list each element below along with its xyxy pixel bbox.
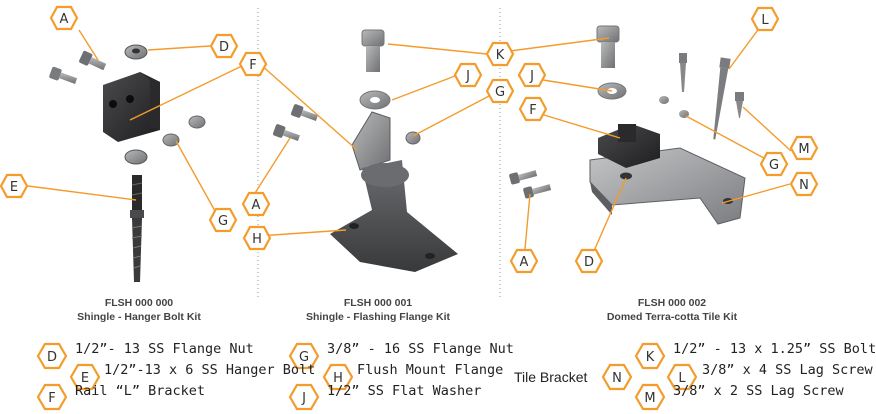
- kit3-code: FLSH 000 002: [638, 297, 706, 309]
- legend-text-f: Rail “L” Bracket: [75, 383, 206, 399]
- svg-text:D: D: [219, 40, 229, 55]
- callout-j: J: [453, 62, 483, 88]
- legend-text-g: 3/8” - 16 SS Flange Nut: [327, 341, 514, 357]
- callout-k: K: [485, 41, 515, 67]
- callout-j: J: [517, 62, 547, 88]
- svg-text:L: L: [678, 371, 686, 386]
- svg-text:N: N: [612, 371, 622, 386]
- legend-text-e: 1/2”-13 x 6 SS Hanger Bolt: [104, 362, 316, 378]
- legend-text-n: Tile Bracket: [514, 369, 588, 385]
- svg-text:A: A: [252, 198, 261, 213]
- svg-text:M: M: [644, 391, 655, 406]
- kit3-parts: [509, 25, 746, 225]
- svg-text:L: L: [761, 13, 769, 28]
- legend-hex-h: H: [322, 363, 354, 391]
- svg-text:A: A: [60, 12, 69, 27]
- svg-text:D: D: [47, 350, 57, 365]
- kit3-lag-screw-small: [735, 92, 744, 118]
- legend-text-m: 3/8” x 2 SS Lag Screw: [673, 383, 844, 399]
- legend-text-j: 1/2” SS Flat Washer: [327, 383, 482, 399]
- callout-m: M: [789, 135, 819, 161]
- kit2-bolt: [361, 29, 385, 72]
- callout-a: A: [241, 191, 271, 217]
- svg-text:K: K: [496, 48, 505, 63]
- svg-text:J: J: [465, 69, 470, 84]
- callout-d: D: [574, 248, 604, 274]
- callout-g: G: [208, 207, 238, 233]
- kit3-l-bracket: [598, 124, 660, 168]
- svg-text:F: F: [48, 391, 55, 406]
- kit2-name: Shingle - Flashing Flange Kit: [306, 311, 451, 323]
- kit1-parts: [49, 44, 206, 282]
- kit1-hanger-bolt: [130, 175, 144, 282]
- legend-hex-m: M: [634, 383, 666, 411]
- svg-text:E: E: [81, 371, 89, 386]
- kit3-lag-screw-short: [679, 53, 687, 92]
- callout-g: G: [759, 151, 789, 177]
- kit3-bolt: [596, 25, 620, 68]
- svg-text:H: H: [333, 371, 343, 386]
- svg-text:D: D: [584, 255, 594, 270]
- svg-text:F: F: [249, 58, 256, 73]
- callout-h: H: [242, 225, 272, 251]
- svg-text:G: G: [299, 350, 309, 365]
- kit2-l-bracket: [351, 111, 391, 171]
- leader-lines: [27, 18, 792, 261]
- legend-text-l: 3/8” x 4 SS Lag Screw: [702, 362, 873, 378]
- kit1-name: Shingle - Hanger Bolt Kit: [77, 311, 201, 323]
- legend-hex-k: K: [634, 342, 666, 370]
- legend-hex-d: D: [36, 342, 68, 370]
- kit1-small-bolt: [49, 66, 78, 84]
- svg-text:M: M: [798, 142, 809, 157]
- legend-hex-f: F: [36, 383, 68, 411]
- svg-text:K: K: [646, 350, 655, 365]
- legend-hex-g: G: [288, 342, 320, 370]
- kit2-code: FLSH 000 001: [344, 297, 412, 309]
- legend-text-d: 1/2”- 13 SS Flange Nut: [75, 341, 254, 357]
- svg-text:A: A: [520, 255, 529, 270]
- kit2-parts: [272, 29, 458, 272]
- legend-hex-n: N: [601, 363, 633, 391]
- legend-hex-j: J: [288, 383, 320, 411]
- kit3-name: Domed Terra-cotta Tile Kit: [607, 311, 738, 323]
- legend-hex-e: E: [69, 363, 101, 391]
- svg-text:E: E: [10, 180, 18, 195]
- callout-a: A: [509, 248, 539, 274]
- svg-text:N: N: [799, 178, 809, 193]
- callout-l: L: [750, 6, 780, 32]
- svg-text:J: J: [529, 69, 534, 84]
- kit1-small-bolt: [79, 50, 107, 71]
- svg-text:H: H: [252, 232, 262, 247]
- legend-text-k: 1/2” - 13 x 1.25” SS Bolt: [673, 341, 876, 357]
- legend-hex-l: L: [666, 363, 698, 391]
- callout-f: F: [518, 96, 548, 122]
- svg-text:G: G: [218, 214, 228, 229]
- svg-text:G: G: [769, 158, 779, 173]
- legend-text-h: Flush Mount Flange: [357, 362, 504, 378]
- kit1-l-bracket: [103, 72, 160, 142]
- kit3-lag-screw-long: [713, 57, 731, 140]
- callout-f: F: [238, 51, 268, 77]
- svg-text:F: F: [529, 103, 536, 118]
- callout-a: A: [49, 5, 79, 31]
- callout-d: D: [209, 33, 239, 59]
- callout-g: G: [485, 78, 515, 104]
- svg-text:G: G: [495, 85, 505, 100]
- callout-n: N: [789, 171, 819, 197]
- kit2-flush-mount-flange: [330, 160, 458, 272]
- kit1-code: FLSH 000 000: [105, 297, 173, 309]
- callout-e: E: [0, 173, 29, 199]
- svg-text:J: J: [301, 391, 306, 406]
